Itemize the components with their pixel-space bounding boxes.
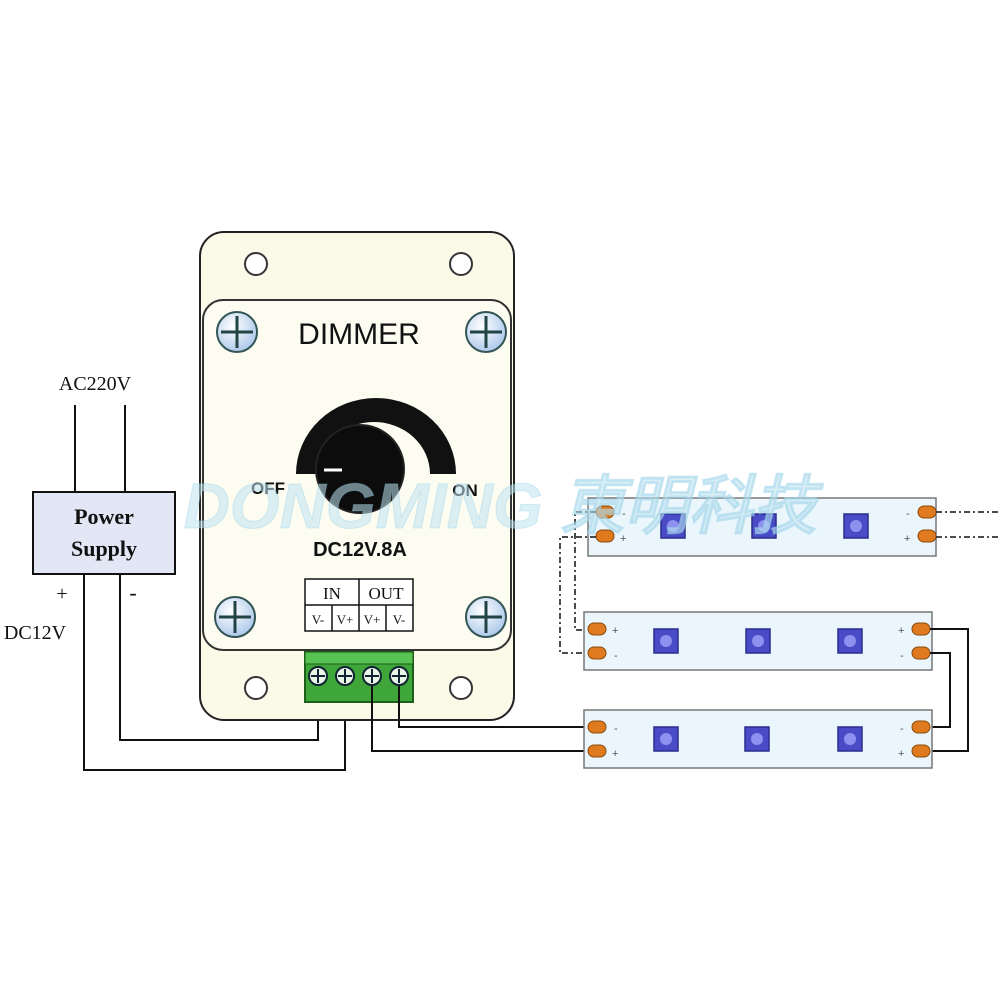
strip-minus-mark: - xyxy=(614,650,618,662)
off-label: OFF xyxy=(251,479,285,498)
wire-bridge-minus xyxy=(930,652,951,728)
solder-pad xyxy=(587,622,607,636)
out-label: OUT xyxy=(369,584,405,603)
power-supply-label-line2: Supply xyxy=(71,536,137,561)
solder-pad xyxy=(595,529,615,543)
dimmer-title: DIMMER xyxy=(298,318,420,351)
strip-minus-mark: - xyxy=(900,650,904,662)
solder-pad xyxy=(587,720,607,734)
led-strip-1: - + - + xyxy=(587,497,937,557)
strip-plus-mark: + xyxy=(612,748,618,760)
led-chip xyxy=(837,726,863,752)
led-chip xyxy=(843,513,869,539)
wire-bridge-plus xyxy=(930,628,969,752)
terminal-screw-icon[interactable] xyxy=(389,666,409,686)
dimmer-knob[interactable] xyxy=(315,424,405,514)
solder-pad xyxy=(917,529,937,543)
power-supply: Power Supply xyxy=(32,491,176,575)
solder-pad xyxy=(911,744,931,758)
terminal-screw-icon[interactable] xyxy=(308,666,328,686)
supply-plus-label: + xyxy=(56,583,67,605)
wire-supply-plus-to-vplus xyxy=(83,574,346,771)
led-strip-2: + - + - xyxy=(583,611,933,671)
terminal-label-2: V+ xyxy=(337,612,354,627)
screw-icon xyxy=(465,311,507,353)
solder-pad xyxy=(911,720,931,734)
screw-icon xyxy=(216,311,258,353)
mounting-hole-tl xyxy=(244,252,268,276)
on-label: ON xyxy=(452,481,478,500)
terminal-block xyxy=(304,651,414,703)
supply-minus-label: - xyxy=(129,580,136,605)
terminal-label-4: V- xyxy=(393,612,406,627)
terminal-label-table: IN OUT V- V+ V+ V- xyxy=(304,578,414,632)
dc-voltage-label: DC12V xyxy=(4,622,67,644)
strip-minus-mark: - xyxy=(900,723,904,735)
mounting-hole-tr xyxy=(449,252,473,276)
solder-pad xyxy=(917,505,937,519)
strip-minus-mark: - xyxy=(906,508,910,520)
terminal-screw-icon[interactable] xyxy=(362,666,382,686)
power-supply-box xyxy=(32,491,176,575)
strip-plus-mark: + xyxy=(898,625,904,637)
wire-out-vminus xyxy=(398,686,598,728)
led-strip-3: - + - + xyxy=(583,709,933,769)
strip-minus-mark: - xyxy=(614,723,618,735)
solder-pad xyxy=(587,646,607,660)
terminal-label-1: V- xyxy=(312,612,325,627)
dimmer-rating: DC12V.8A xyxy=(313,539,407,561)
solder-pad xyxy=(911,622,931,636)
wire-out-vplus xyxy=(371,686,598,752)
screw-icon xyxy=(465,596,507,638)
solder-pad xyxy=(587,744,607,758)
strip-plus-mark: + xyxy=(904,533,910,545)
strip-plus-mark: + xyxy=(612,625,618,637)
screw-icon xyxy=(214,596,256,638)
dotted-wire xyxy=(559,536,596,654)
strip-plus-mark: + xyxy=(620,533,626,545)
ac-voltage-label: AC220V xyxy=(59,373,132,395)
power-supply-label-line1: Power xyxy=(74,504,134,529)
terminal-screw-icon[interactable] xyxy=(335,666,355,686)
knob-range-arc xyxy=(296,398,456,474)
solder-pad xyxy=(911,646,931,660)
watermark: DONGMING 東明科技 xyxy=(184,470,825,542)
strip-minus-mark: - xyxy=(622,508,626,520)
strip-plus-mark: + xyxy=(898,748,904,760)
mounting-hole-bl xyxy=(244,676,268,700)
in-label: IN xyxy=(323,584,341,603)
terminal-label-3: V+ xyxy=(364,612,381,627)
dimmer-unit: DIMMER OFF ON DC12V.8A IN OUT V- V+ V+ V… xyxy=(199,231,515,721)
mounting-hole-br xyxy=(449,676,473,700)
